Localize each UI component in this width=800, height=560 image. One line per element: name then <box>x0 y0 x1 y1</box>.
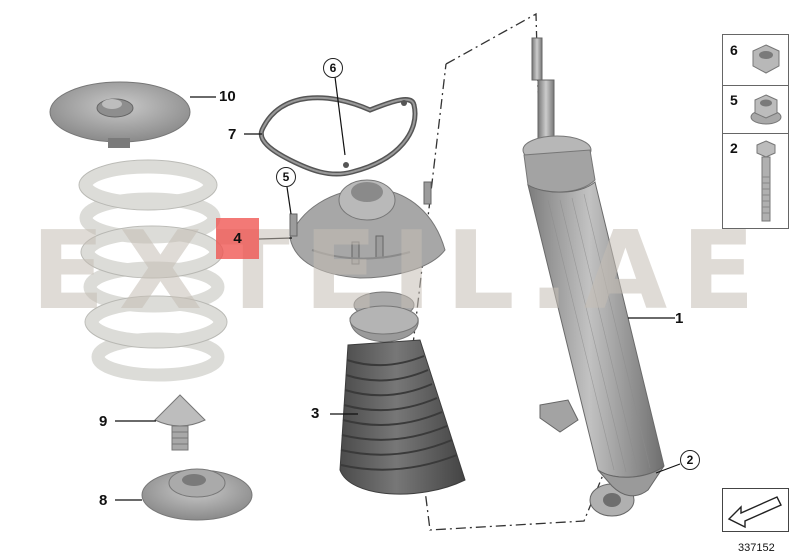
callout-4-highlighted[interactable]: 4 <box>216 218 259 259</box>
fastener-item-2[interactable]: 2 <box>723 133 788 228</box>
callout-5[interactable]: 5 <box>276 167 296 187</box>
spring-pad-part-10 <box>49 81 191 148</box>
coil-spring <box>79 160 227 382</box>
hex-nut-icon <box>752 44 780 74</box>
callout-9[interactable]: 9 <box>99 413 108 430</box>
installation-direction-box <box>722 488 789 532</box>
bump-stop-part-9 <box>154 394 206 451</box>
arrow-icon <box>727 496 782 529</box>
callout-1[interactable]: 1 <box>675 310 684 327</box>
protective-boot-part-3 <box>339 291 466 495</box>
callout-2[interactable]: 2 <box>680 450 700 470</box>
hex-bolt-icon <box>756 140 776 222</box>
leader-lines <box>115 76 681 501</box>
fastener-panel: 6 5 2 <box>722 34 789 229</box>
fastener-number: 6 <box>730 42 738 58</box>
fastener-item-5[interactable]: 5 <box>723 85 788 134</box>
diagram-reference-code: 337152 <box>738 542 775 554</box>
gasket-part-7 <box>258 95 418 177</box>
fastener-number: 5 <box>730 92 738 108</box>
fastener-item-6[interactable]: 6 <box>723 35 788 86</box>
top-mount-part-4 <box>289 179 446 279</box>
callout-10[interactable]: 10 <box>219 88 236 105</box>
callout-6[interactable]: 6 <box>323 58 343 78</box>
callout-8[interactable]: 8 <box>99 492 108 509</box>
flange-nut-icon <box>750 94 782 125</box>
callout-3[interactable]: 3 <box>311 405 320 422</box>
callout-7[interactable]: 7 <box>228 126 237 143</box>
lower-seat-part-8 <box>141 468 253 521</box>
fastener-number: 2 <box>730 140 738 156</box>
shock-absorber-part-1 <box>522 37 665 517</box>
